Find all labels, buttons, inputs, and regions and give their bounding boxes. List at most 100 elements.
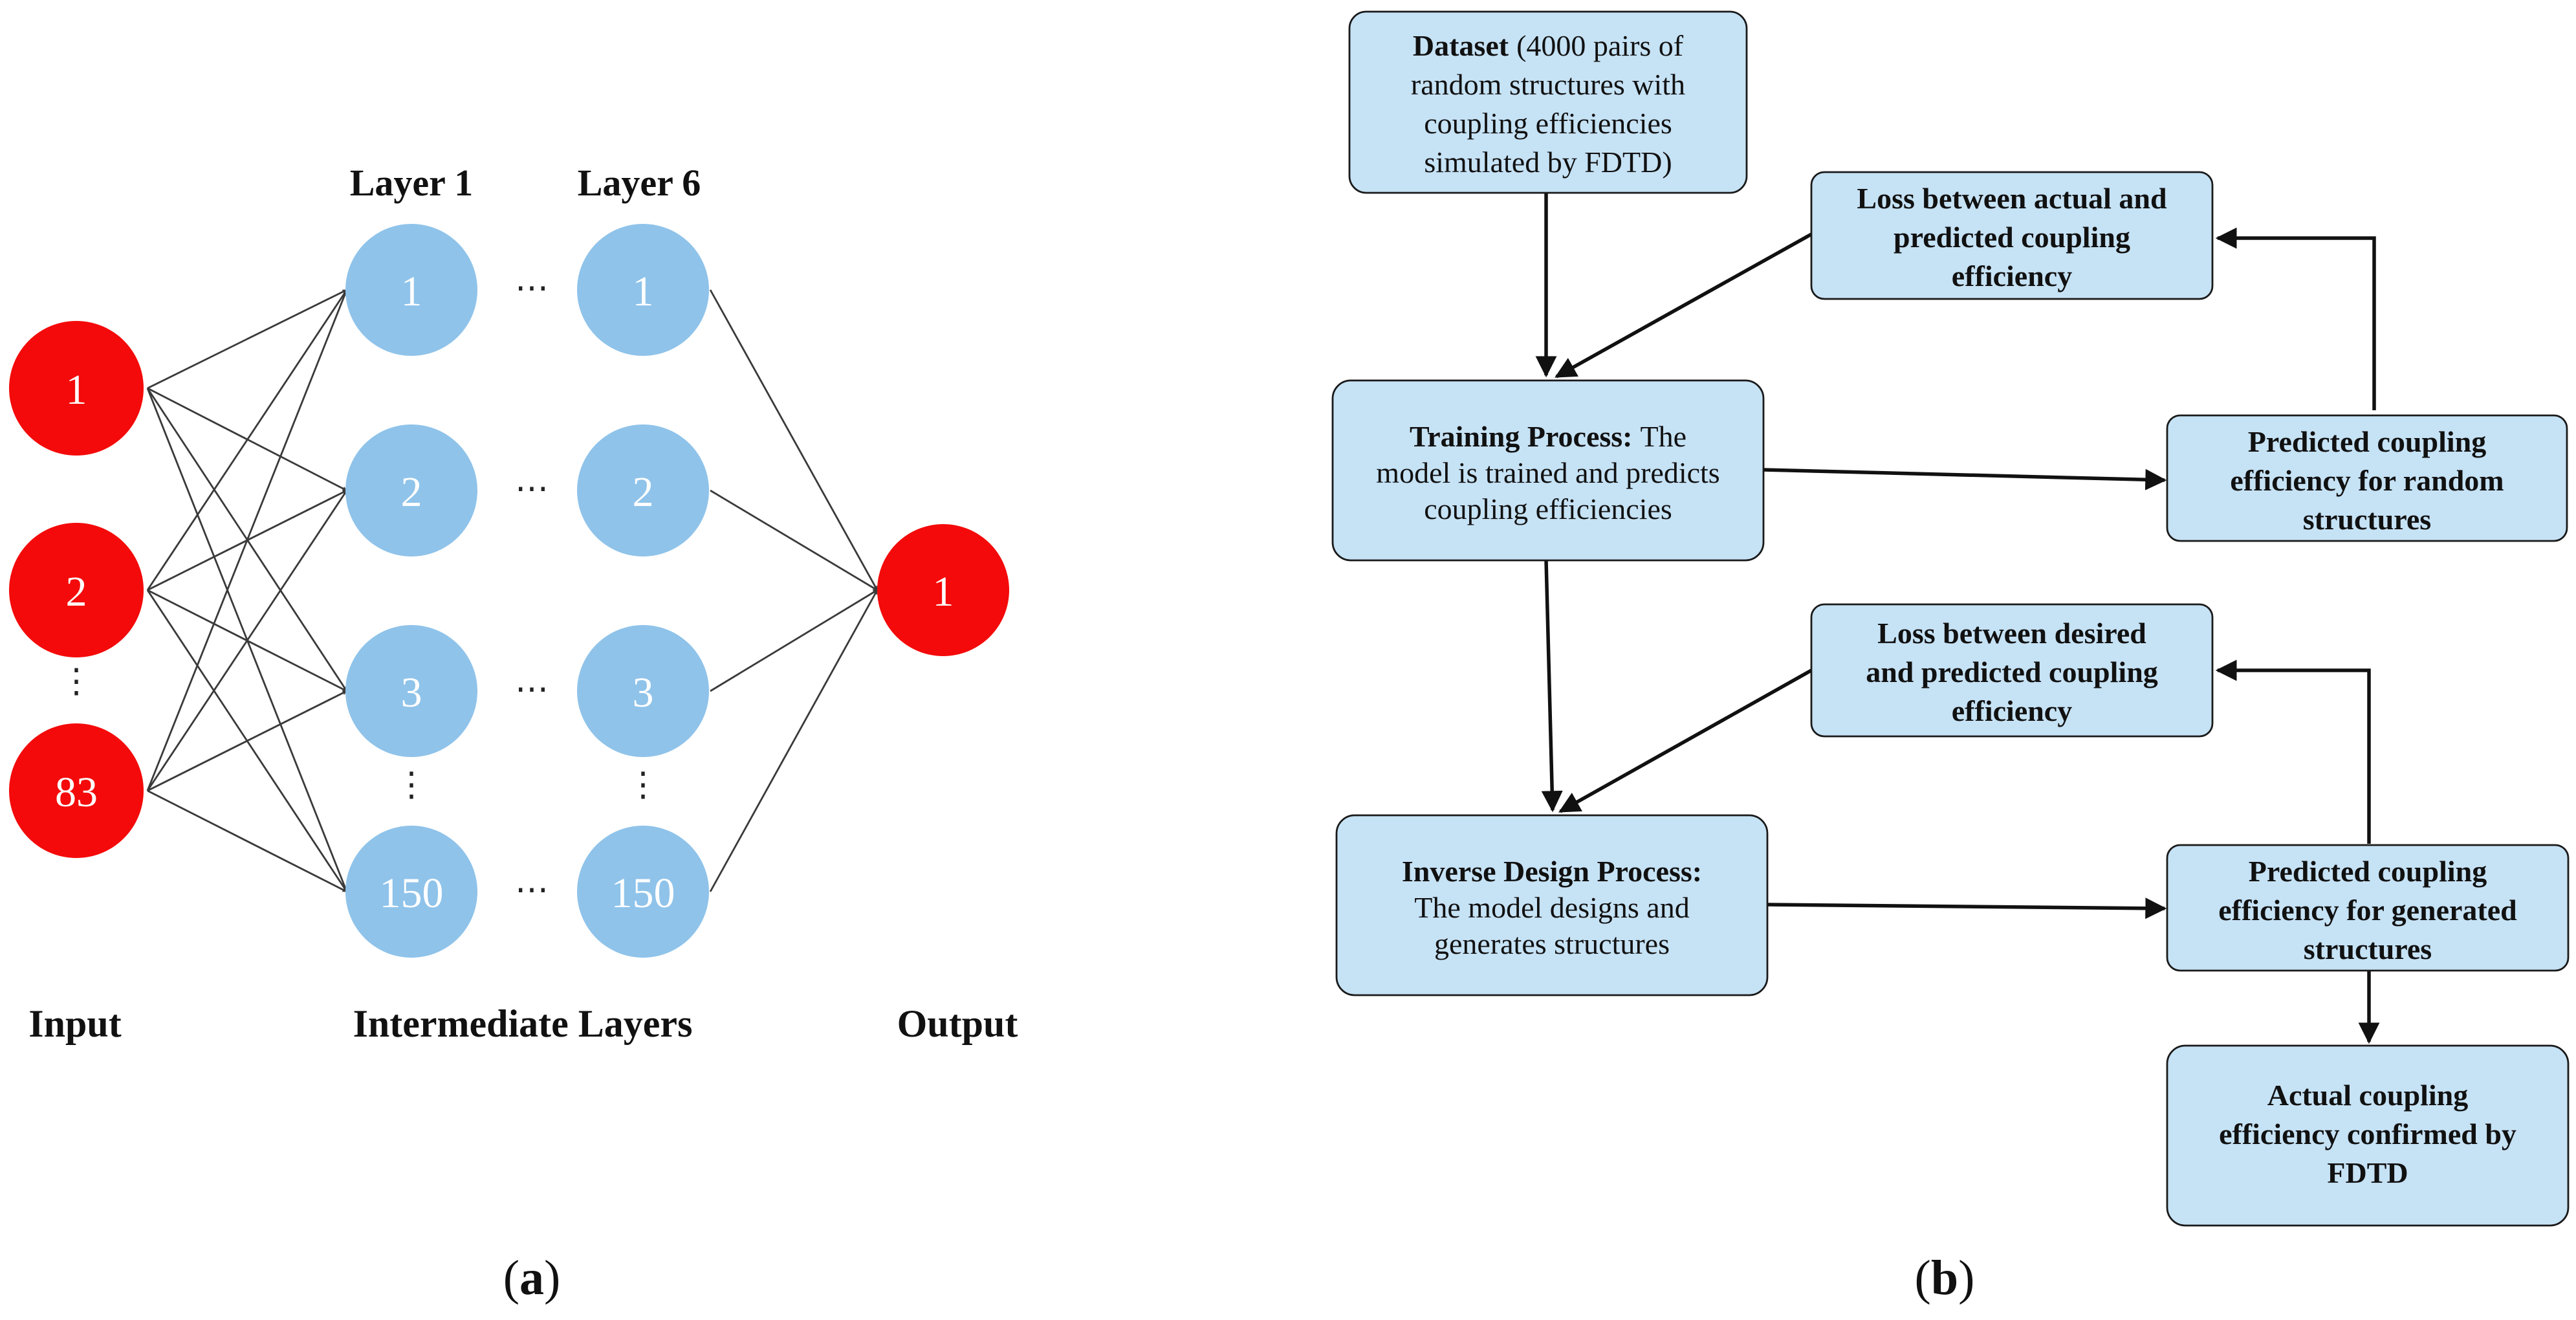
layer-1-ellipsis: ⋮ xyxy=(395,767,428,804)
edge-in1-h1 xyxy=(147,289,347,390)
hidden-node-label: 1 xyxy=(401,268,422,315)
edge-in83-h2 xyxy=(146,490,348,791)
layer-gap-ellipsis: ⋯ xyxy=(515,872,549,908)
hidden-node xyxy=(345,224,477,356)
intermediate-layers-label: Intermediate Layers xyxy=(353,1002,693,1045)
edge-h6-150-out xyxy=(709,589,879,892)
predicted-generated-box: Predicted coupling efficiency for genera… xyxy=(2166,844,2570,972)
dataset-line: random structures with xyxy=(1411,68,1685,101)
hidden-layer-6: 1 2 3 ⋮ 150 xyxy=(577,224,709,958)
layer-6-header: Layer 6 xyxy=(578,162,701,204)
training-line: coupling efficiencies xyxy=(1424,492,1672,525)
input-node-label: 2 xyxy=(66,568,87,615)
loss-actual-line: predicted coupling xyxy=(1894,221,2130,254)
arrow-predicted-gen-to-loss xyxy=(2215,659,2371,844)
predicted-random-line: structures xyxy=(2303,503,2431,536)
edge-in2-h1 xyxy=(146,289,348,591)
hidden-node-label: 3 xyxy=(633,669,654,716)
input-label: Input xyxy=(28,1002,121,1045)
predicted-random-box: Predicted coupling efficiency for random… xyxy=(2166,414,2568,542)
layer-gap-ellipsis: ⋯ xyxy=(515,270,549,307)
arrow-loss-to-training xyxy=(1555,232,1813,379)
hidden-layer-1: 1 2 3 ⋮ 150 xyxy=(345,224,477,958)
hidden-node xyxy=(577,625,709,757)
layer-gap-ellipsis: ⋯ xyxy=(515,470,549,507)
input-node xyxy=(9,523,144,657)
predicted-generated-line: efficiency for generated xyxy=(2218,894,2517,927)
dataset-title: Dataset xyxy=(1413,29,1509,62)
loss-actual-line: efficiency xyxy=(1952,259,2072,292)
training-line: The xyxy=(1641,420,1687,453)
loss-desired-line: Loss between desired xyxy=(1877,617,2146,650)
hidden-node xyxy=(345,826,477,958)
edge-in83-h1 xyxy=(146,289,348,791)
edge-h6-3-out xyxy=(710,589,878,692)
hidden-node-label: 150 xyxy=(380,870,444,917)
inverse-title: Inverse Design Process: xyxy=(1402,855,1702,888)
input-layer: 1 2 ⋮ 83 xyxy=(9,321,144,858)
network-edges xyxy=(146,289,879,893)
layer-6-ellipsis: ⋮ xyxy=(626,767,660,804)
input-node-label: 1 xyxy=(66,366,87,413)
hidden-node xyxy=(577,224,709,356)
loss-actual-box: Loss between actual and predicted coupli… xyxy=(1810,171,2214,300)
edge-in83-h150 xyxy=(147,789,347,893)
arrow-training-to-inverse xyxy=(1541,560,1563,813)
dataset-box: Dataset(4000 pairs of random structures … xyxy=(1348,10,1748,194)
loss-desired-box: Loss between desired and predicted coupl… xyxy=(1810,603,2214,738)
hidden-node-label: 1 xyxy=(633,268,654,315)
input-node xyxy=(9,321,144,456)
output-node xyxy=(877,524,1009,656)
arrow-inverse-to-predicted-gen xyxy=(1767,897,2167,919)
edge-in83-h3 xyxy=(147,690,347,792)
svg-text:Training Process:The: Training Process:The xyxy=(1410,420,1686,453)
hidden-node xyxy=(345,625,477,757)
panel-b-label: (b) xyxy=(1915,1251,1975,1305)
actual-line: efficiency confirmed by xyxy=(2219,1117,2516,1150)
inverse-line: The model designs and xyxy=(1414,891,1689,924)
actual-box: Actual coupling efficiency confirmed by … xyxy=(2166,1044,2570,1227)
training-box: Training Process:The model is trained an… xyxy=(1331,379,1765,562)
hidden-node xyxy=(345,424,477,556)
dataset-line: simulated by FDTD) xyxy=(1424,146,1672,179)
arrow-loss-desired-to-inverse xyxy=(1558,668,1813,813)
output-label: Output xyxy=(897,1002,1018,1045)
edge-h6-2-out xyxy=(710,489,878,591)
input-node xyxy=(9,723,144,858)
inverse-design-box: Inverse Design Process: The model design… xyxy=(1335,814,1769,996)
input-node-label: 83 xyxy=(55,769,98,816)
layer-1-header: Layer 1 xyxy=(350,162,474,204)
hidden-node xyxy=(577,424,709,556)
dataset-line: coupling efficiencies xyxy=(1424,107,1672,140)
panel-b-flowchart: Dataset(4000 pairs of random structures … xyxy=(1331,10,2570,1305)
hidden-node-label: 2 xyxy=(401,468,422,516)
predicted-generated-line: Predicted coupling xyxy=(2249,855,2487,888)
arrow-predicted-to-loss xyxy=(2215,227,2376,410)
svg-text:Dataset(4000 pairs of: Dataset(4000 pairs of xyxy=(1413,29,1684,62)
output-node-label: 1 xyxy=(933,568,954,615)
hidden-node xyxy=(577,826,709,958)
training-line: model is trained and predicts xyxy=(1376,456,1719,489)
inverse-line: generates structures xyxy=(1434,927,1670,960)
predicted-random-line: Predicted coupling xyxy=(2248,425,2486,458)
predicted-generated-line: structures xyxy=(2304,932,2432,965)
layer-gap-ellipsis: ⋯ xyxy=(515,671,549,708)
flow-arrows xyxy=(1535,193,2380,1044)
dataset-line: (4000 pairs of xyxy=(1516,29,1684,62)
hidden-node-label: 3 xyxy=(401,669,422,716)
hidden-node-label: 150 xyxy=(611,870,675,917)
loss-desired-line: efficiency xyxy=(1952,694,2072,727)
loss-desired-line: and predicted coupling xyxy=(1866,655,2158,688)
actual-line: FDTD xyxy=(2327,1156,2408,1189)
panel-a-label: (a) xyxy=(503,1251,561,1305)
panel-a-network: Layer 1 Layer 6 1 2 ⋮ 83 1 2 3 ⋮ 150 ⋯ ⋯… xyxy=(9,162,1018,1305)
training-title: Training Process: xyxy=(1410,420,1633,453)
predicted-random-line: efficiency for random xyxy=(2230,464,2504,497)
input-ellipsis: ⋮ xyxy=(60,663,93,700)
output-layer: 1 xyxy=(877,524,1009,656)
edge-h6-1-out xyxy=(709,289,879,591)
arrow-training-to-predicted xyxy=(1763,468,2167,490)
actual-line: Actual coupling xyxy=(2267,1079,2469,1112)
hidden-node-label: 2 xyxy=(633,468,654,516)
